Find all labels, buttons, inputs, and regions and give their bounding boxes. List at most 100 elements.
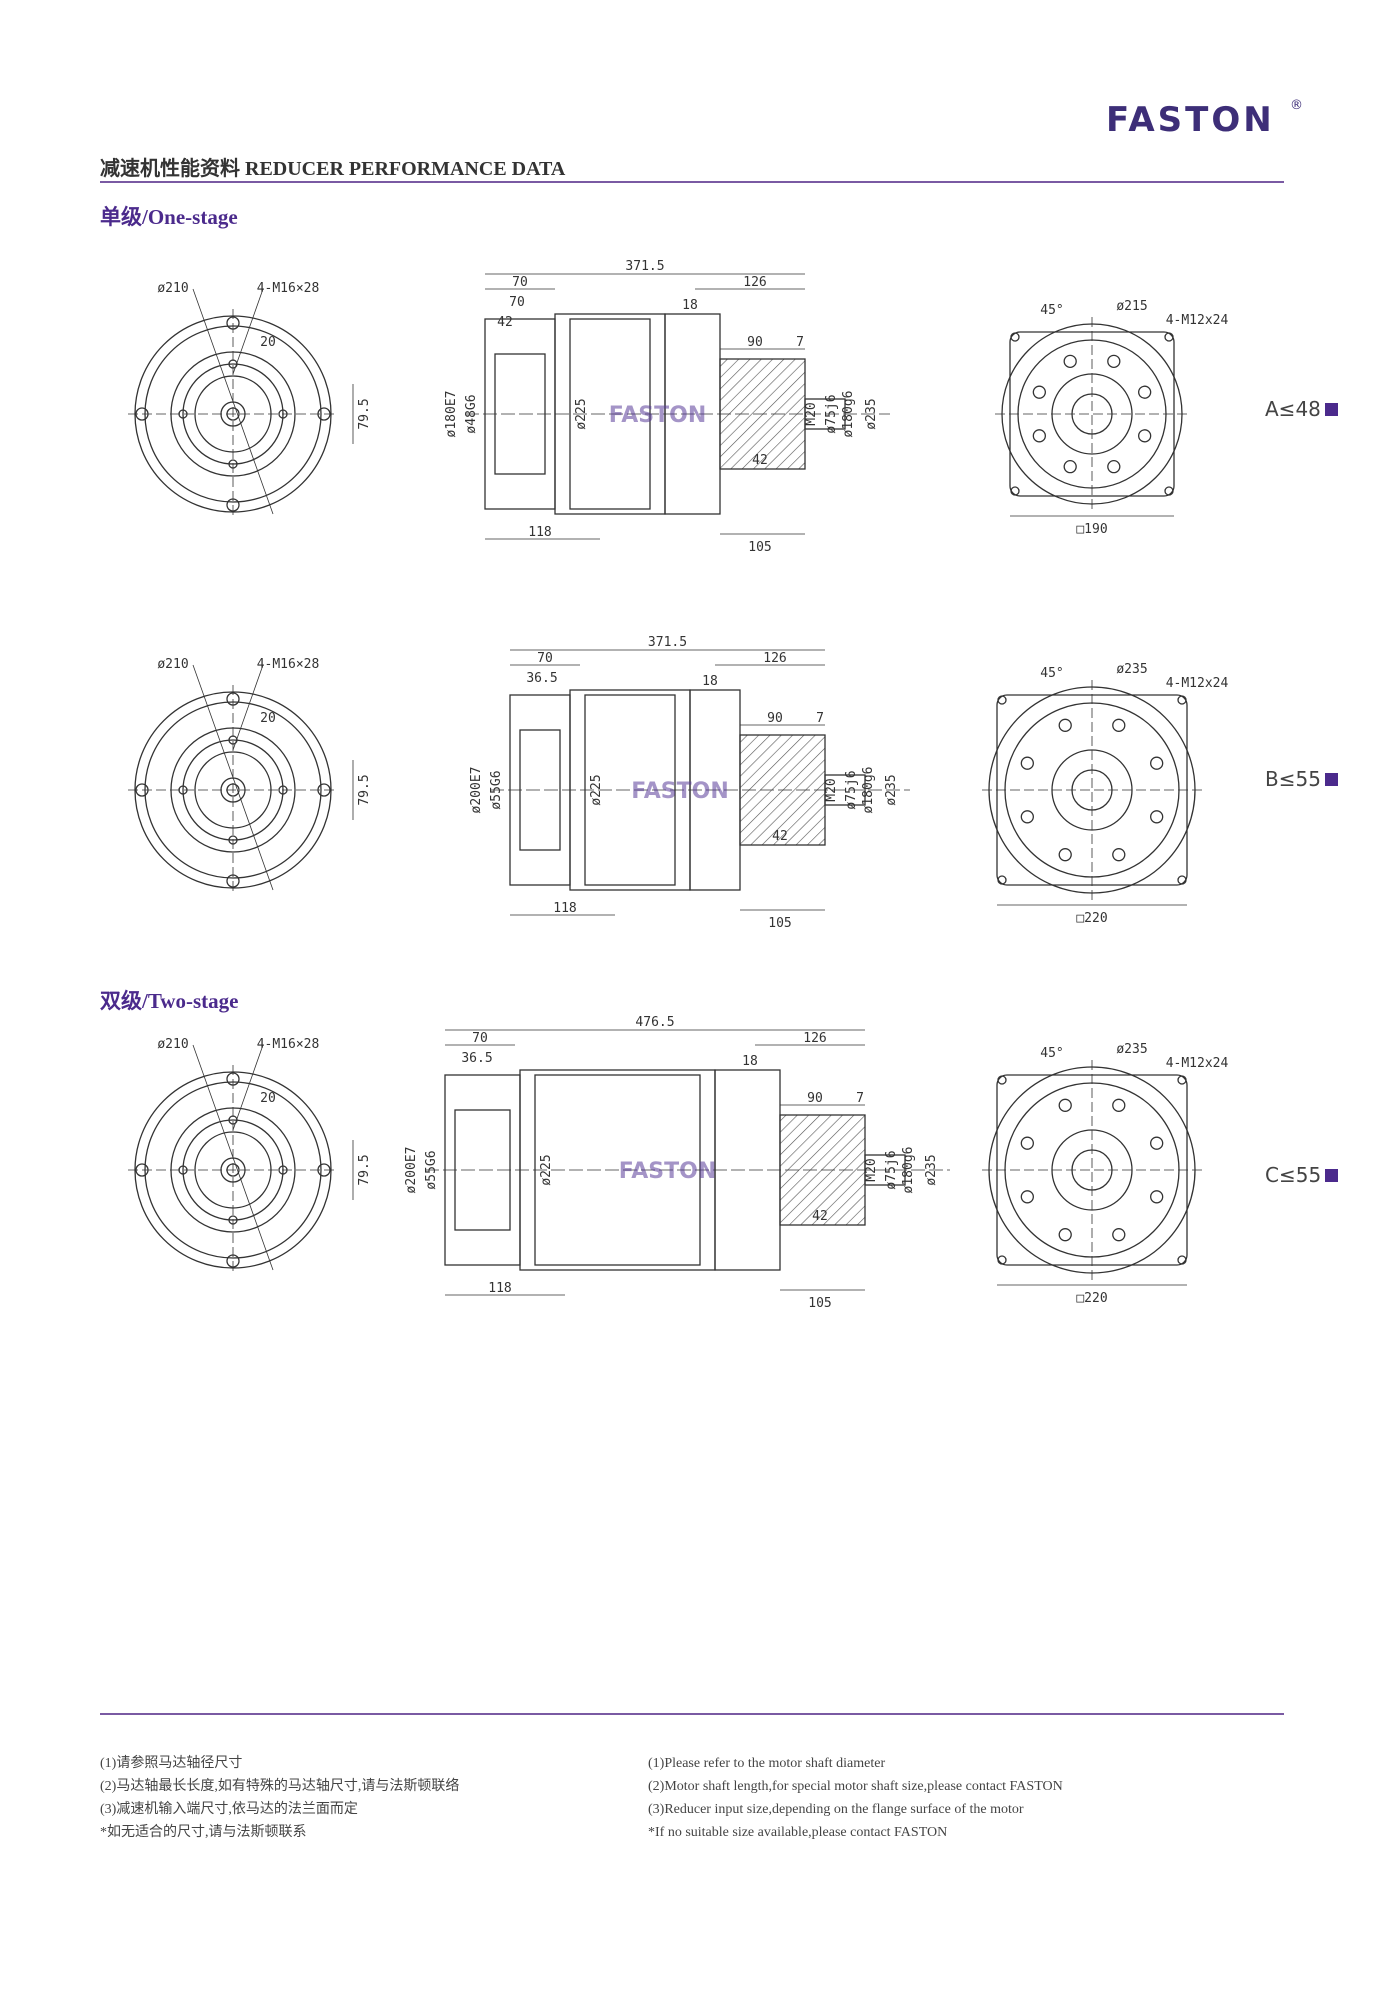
drawing-circle — [997, 875, 1007, 885]
dim-total-length: 476.5 — [635, 1015, 674, 1030]
dim-l9: 118 — [528, 525, 551, 540]
watermark: FASTON — [609, 403, 707, 428]
note-cn-3: (3)减速机输入端尺寸,依马达的法兰面而定 — [100, 1802, 358, 1817]
drawing-circle — [1107, 460, 1121, 474]
notes-english: (1)Please refer to the motor shaft diame… — [648, 1752, 1063, 1844]
dim-v3: ø225 — [539, 1154, 554, 1185]
drawing-line — [192, 664, 274, 891]
row-label-a: A≤48 — [1265, 397, 1338, 421]
row-label-c: C≤55 — [1265, 1163, 1339, 1187]
footer-divider — [100, 1713, 1284, 1715]
registered-mark: ® — [1290, 98, 1303, 113]
page-title: 减速机性能资料 REDUCER PERFORMANCE DATA — [100, 158, 566, 180]
drawing-circle — [1112, 1228, 1126, 1242]
dim-l9: 118 — [553, 901, 576, 916]
dim-l8: 42 — [812, 1209, 828, 1224]
dim-offset: 20 — [260, 335, 276, 350]
drawing-line — [192, 288, 274, 515]
note-en-2: (2)Motor shaft length,for special motor … — [648, 1779, 1063, 1794]
dim-l4: 126 — [743, 275, 766, 290]
notes-chinese: (1)请参照马达轴径尺寸 (2)马达轴最长长度,如有特殊的马达轴尺寸,请与法斯顿… — [100, 1752, 459, 1844]
note-cn-2: (2)马达轴最长长度,如有特殊的马达轴尺寸,请与法斯顿联络 — [100, 1779, 460, 1794]
dim-l10: 105 — [808, 1296, 831, 1311]
drawing-line — [232, 1044, 264, 1131]
note-cn-4: *如无适合的尺寸,请与法斯顿联系 — [100, 1825, 307, 1840]
dim-angle: 45° — [1040, 666, 1063, 681]
row-marker-a — [1324, 403, 1338, 416]
drawing-circle — [1020, 810, 1034, 824]
dim-l7: 7 — [856, 1091, 864, 1106]
dim-offset: 20 — [260, 711, 276, 726]
dim-l6: 90 — [767, 711, 783, 726]
dim-l7: 7 — [796, 335, 804, 350]
dim-output-diameter: ø215 — [1116, 299, 1147, 314]
header-divider — [100, 181, 1284, 183]
drawing-circle — [1150, 756, 1164, 770]
dim-angle: 45° — [1040, 303, 1063, 318]
drawing-circle — [1051, 373, 1133, 455]
note-en-3: (3)Reducer input size,depending on the f… — [648, 1802, 1024, 1817]
dim-output-holes: 4-M12x24 — [1166, 1056, 1229, 1071]
dim-l7: 7 — [816, 711, 824, 726]
drawing-circle — [1032, 385, 1046, 399]
drawing-circle — [1107, 354, 1121, 368]
dim-v4: M20 — [824, 778, 839, 801]
dim-total-length: 371.5 — [648, 635, 687, 650]
dim-l2: 36.5 — [526, 671, 557, 686]
row-label-b: B≤55 — [1265, 767, 1338, 791]
dim-v3: ø225 — [574, 398, 589, 429]
dim-angle: 45° — [1040, 1046, 1063, 1061]
dim-square: □220 — [1076, 1291, 1107, 1306]
note-en-4: *If no suitable size available,please co… — [648, 1825, 948, 1840]
dim-v2: ø55G6 — [489, 770, 504, 809]
drawing-circle — [1112, 718, 1126, 732]
dim-l4: 126 — [763, 651, 786, 666]
drawing-circle — [1138, 429, 1152, 443]
dim-output-holes: 4-M12x24 — [1166, 313, 1229, 328]
dim-v7: ø235 — [924, 1154, 939, 1185]
drawing-circle — [1177, 695, 1187, 705]
dim-l8: 42 — [752, 453, 768, 468]
brand-logo: FASTON — [1106, 100, 1275, 140]
dim-v4: M20 — [804, 402, 819, 425]
drawing-circle — [1164, 332, 1174, 342]
dim-v6: ø180g6 — [901, 1147, 916, 1194]
dim-total-length: 371.5 — [625, 259, 664, 274]
dim-v3: ø225 — [589, 774, 604, 805]
dim-height: 79.5 — [357, 774, 372, 805]
dim-v5: ø75j6 — [844, 770, 859, 809]
dim-l10: 105 — [748, 540, 771, 555]
dim-mount-holes: 4-M16×28 — [257, 281, 320, 296]
drawing-circle — [1112, 1098, 1126, 1112]
drawing-circle — [1150, 1190, 1164, 1204]
drawing-circle — [1058, 718, 1072, 732]
dim-height: 79.5 — [357, 398, 372, 429]
dim-v6: ø180g6 — [861, 767, 876, 814]
drawing-circle — [1071, 769, 1113, 811]
drawing-line — [232, 288, 264, 375]
drawing-circle — [1177, 875, 1187, 885]
dim-l2: 36.5 — [461, 1051, 492, 1066]
dim-flange-diameter: ø210 — [157, 281, 188, 296]
drawing-circle — [1071, 393, 1113, 435]
drawing-circle — [1063, 354, 1077, 368]
dim-l5: 18 — [702, 674, 718, 689]
drawing-circle — [1138, 385, 1152, 399]
dim-v2: ø48G6 — [464, 394, 479, 433]
dim-v1: ø200E7 — [469, 767, 484, 814]
note-en-1: (1)Please refer to the motor shaft diame… — [648, 1756, 886, 1771]
drawing-circle — [1051, 1129, 1133, 1211]
dim-flange-diameter: ø210 — [157, 657, 188, 672]
drawing-circle — [1150, 810, 1164, 824]
row-marker-b — [1324, 773, 1338, 786]
dim-v5: ø75j6 — [884, 1150, 899, 1189]
drawing-line — [232, 664, 264, 751]
dim-l2: 70 — [509, 295, 525, 310]
dim-l5: 18 — [682, 298, 698, 313]
drawing-circle — [1164, 486, 1174, 496]
